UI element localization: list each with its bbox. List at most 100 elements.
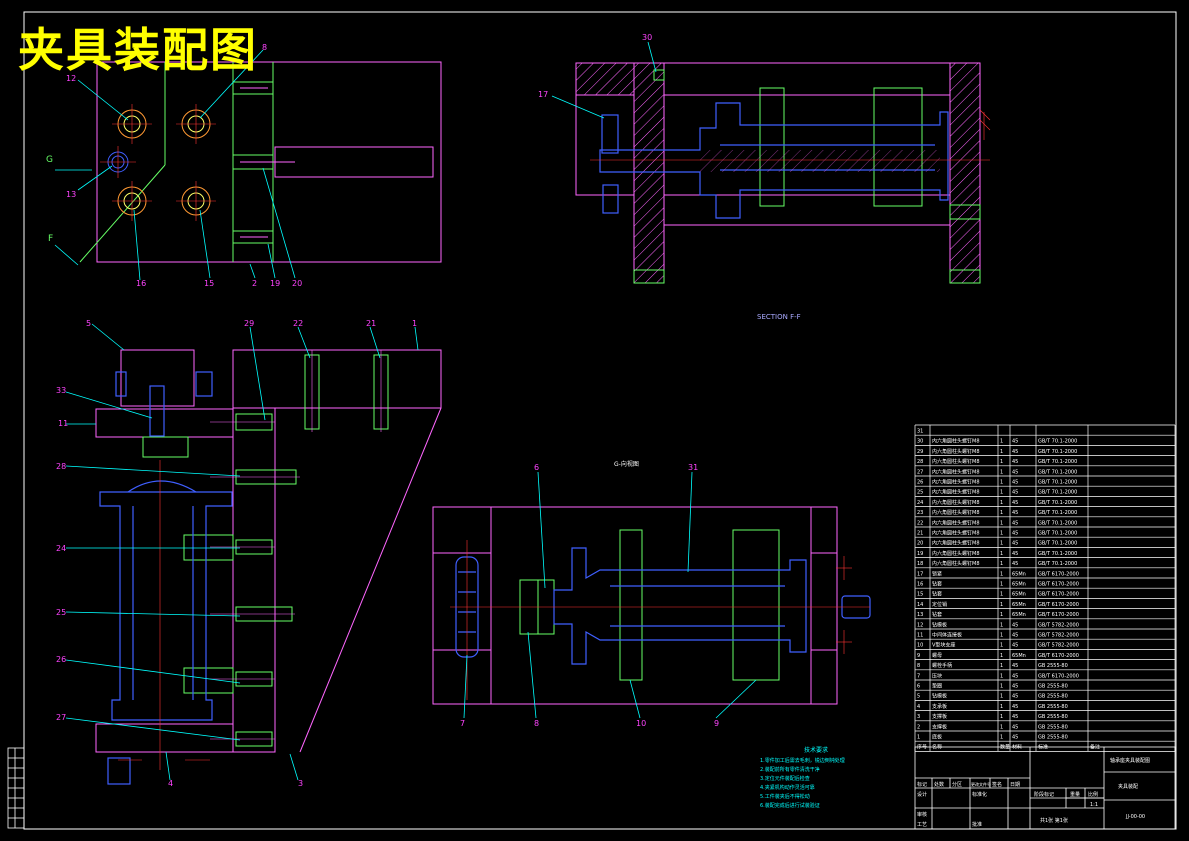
tech-note-line: 2.装配前所有零件清洗干净 [760,766,820,773]
top-callout-13: 13 [66,190,76,199]
bom-cell: 27 [917,469,923,475]
g-callout-6: 6 [534,463,539,472]
bom-cell: GB/T 6170-2000 [1038,592,1079,598]
bom-cell: 1 [1000,531,1003,537]
front-callout-22: 22 [293,319,303,328]
bom-cell: 1 [1000,449,1003,455]
bom-cell: 1 [1000,724,1003,730]
bom-cell: 1 [1000,480,1003,486]
bom-cell: GB/T 70.1-2000 [1038,469,1077,475]
bom-cell: 45 [1012,663,1018,669]
bom-cell: 65Mn [1012,582,1026,588]
bom-cell: 1 [1000,653,1003,659]
bom-cell: 1 [1000,490,1003,496]
bom-cell: 1 [1000,469,1003,475]
bom-cell: 螺栓手柄 [932,662,952,669]
bom-cell: 45 [1012,490,1018,496]
title-drawing-no: JJ-00-00 [1125,814,1145,820]
bom-cell: 内六角圆柱头螺钉M8 [932,479,980,486]
front-callout-27: 27 [56,713,66,722]
bom-cell: 4 [917,704,920,710]
bom-cell: 内六角圆柱头螺钉M8 [932,489,980,496]
bom-cell: 18 [917,561,923,567]
bom-cell: 45 [1012,684,1018,690]
bom-cell: 1 [1000,612,1003,618]
bom-cell: 1 [917,735,920,741]
bom-cell: 1 [1000,694,1003,700]
bom-cell: 45 [1012,724,1018,730]
bom-cell: 1 [1000,684,1003,690]
bom-cell: 内六角圆柱头螺钉M8 [932,448,980,455]
bom-cell: GB/T 70.1-2000 [1038,500,1077,506]
top-callout-19: 19 [270,279,280,288]
bom-cell: 垫圈 [932,683,942,690]
title-cell: 工艺 [917,822,927,828]
bom-cell: 内六角圆柱头螺钉M8 [932,519,980,526]
g-callout-7: 7 [460,719,465,728]
bom-cell: 45 [1012,459,1018,465]
bom-cell: 内六角圆柱头螺钉M8 [932,509,980,516]
bom-cell: 1 [1000,571,1003,577]
front-callout-21: 21 [366,319,376,328]
bom-cell: 内六角圆柱头螺钉M8 [932,560,980,567]
section-view: 30 17 SECTION F-F [538,33,991,321]
section-callout-30: 30 [642,33,652,42]
bom-cell: GB 2555-80 [1038,724,1068,730]
bom-cell: GB/T 70.1-2000 [1038,520,1077,526]
bom-cell: 24 [917,500,923,506]
tech-notes: 技术要求 1.零件加工后需去毛刺，锐边倒钝处理 2.装配前所有零件清洗干净 3.… [760,746,845,809]
title-cell: 比例 [1088,791,1098,798]
bom-cell: 支撑板 [932,723,947,730]
bom-cell: GB/T 5782-2000 [1038,622,1079,628]
bom-cell: 65Mn [1012,602,1026,608]
bom-cell: 45 [1012,449,1018,455]
top-callout-16: 16 [136,279,146,288]
title-cell: 重量 [1070,791,1080,798]
bom-cell: 65Mn [1012,612,1026,618]
bom-cell: 1 [1000,551,1003,557]
title-cell: 审核 [917,811,927,818]
bom-cell: 1 [1000,510,1003,516]
title-cell: 标记 [917,781,927,788]
bom-cell: 12 [917,622,923,628]
bom-cell: GB/T 70.1-2000 [1038,439,1077,445]
title-cell: 签名 [992,781,1002,788]
bom-cell: 17 [917,571,923,577]
bom-cell: 定位销 [932,601,947,608]
bom-cell: 26 [917,480,923,486]
title-cell: 更改文件号 [971,781,991,787]
bom-cell: GB/T 5782-2000 [1038,633,1079,639]
bom-cell: V型块支座 [932,642,955,649]
tech-note-line: 3.定位元件装配后检查 [760,775,810,782]
title-block: 标记 处数 分区 更改文件号 签名 日期 设计 标准化 审核 工艺 批准 阶段标… [914,746,1176,830]
title-cell: 阶段标记 [1034,791,1054,798]
section-caption: SECTION F-F [757,313,801,321]
bom-cell: 11 [917,633,923,639]
top-callout-2: 2 [252,279,257,288]
bom-cell: 1 [1000,602,1003,608]
bom-cell: 45 [1012,480,1018,486]
bom-cell: 22 [917,520,923,526]
bom-cell: GB/T 6170-2000 [1038,653,1079,659]
bom-cell: GB/T 6170-2000 [1038,571,1079,577]
bom-cell: 65Mn [1012,571,1026,577]
bom-cell: 45 [1012,500,1018,506]
front-callout-24: 24 [56,544,66,553]
bom-cell: 9 [917,653,920,659]
bom-cell: 45 [1012,510,1018,516]
bom-cell: 支撑板 [932,713,947,720]
bom-cell: 45 [1012,714,1018,720]
bom-cell: 13 [917,612,923,618]
front-callout-26: 26 [56,655,66,664]
bom-cell: 8 [917,663,920,669]
bom-cell: GB/T 70.1-2000 [1038,449,1077,455]
bom-cell: 压块 [932,672,942,679]
top-view: 12 13 16 15 2 19 20 8 G F [46,43,442,288]
front-callout-28: 28 [56,462,66,471]
bom-cell: 3 [917,714,920,720]
bom-cell: GB 2555-80 [1038,714,1068,720]
bom-cell: GB 2555-80 [1038,663,1068,669]
bom-cell: 2 [917,724,920,730]
bom-cell: 1 [1000,541,1003,547]
